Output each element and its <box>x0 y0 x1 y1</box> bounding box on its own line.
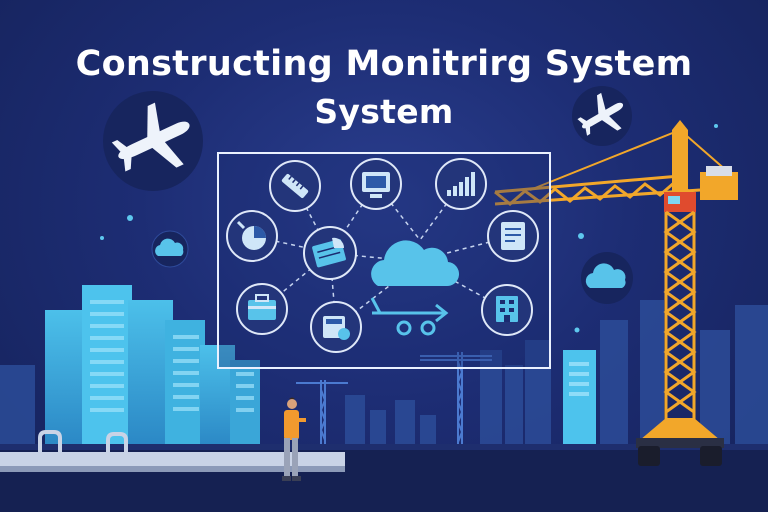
toolbox-icon <box>248 294 276 320</box>
node-document <box>487 210 539 262</box>
airplane-badge-right <box>572 86 632 146</box>
decorative-dots <box>100 124 718 333</box>
node-ruler <box>269 160 321 212</box>
cloud-badge-right <box>581 252 633 304</box>
distant-crane-left <box>296 380 348 455</box>
document-icon <box>501 222 525 250</box>
background-skyline <box>0 300 768 450</box>
monitor-icon <box>362 172 390 198</box>
title-line-1: Constructing Monitrirg System <box>75 44 693 84</box>
city-building-right <box>563 350 596 450</box>
node-toolbox <box>236 283 288 335</box>
cloud-icon <box>585 263 626 288</box>
node-calculator <box>310 301 362 353</box>
city-buildings-left <box>45 285 260 450</box>
airplane-badge-left <box>103 91 203 191</box>
distant-crane-center <box>420 352 492 455</box>
truck-icon <box>370 297 449 336</box>
tower-crane <box>494 120 738 466</box>
airplane-icon <box>111 102 190 172</box>
cloud-badge-left <box>151 230 189 268</box>
pie-chart-icon <box>236 220 266 250</box>
node-pie-chart <box>226 210 278 262</box>
calculator-icon <box>323 316 350 340</box>
node-monitor <box>350 158 402 210</box>
monitoring-dashboard <box>217 152 551 369</box>
ground-strip <box>0 444 768 450</box>
cloud-icon <box>371 240 460 287</box>
ruler-icon <box>281 173 309 199</box>
node-bar-chart <box>435 158 487 210</box>
node-blueprint <box>303 226 357 280</box>
cloud-icon <box>155 238 184 256</box>
node-building <box>481 284 533 336</box>
foreground-platform <box>0 430 345 472</box>
blueprint-icon <box>312 237 346 268</box>
airplane-icon <box>577 92 624 136</box>
building-icon <box>496 296 518 322</box>
worker-figure <box>282 397 306 481</box>
title-line-2: System <box>314 92 454 131</box>
bar-chart-icon <box>447 172 475 196</box>
